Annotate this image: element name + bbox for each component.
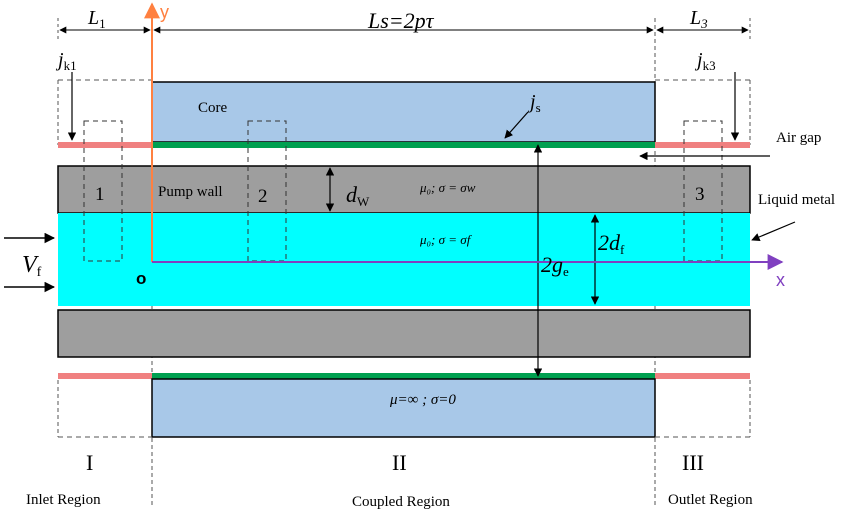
bottom-winding [152,373,655,379]
top-end-winding-right [655,142,750,148]
region-ii-numeral: II [392,450,407,475]
control-box-3 [683,120,723,262]
core-label: Core [198,100,228,116]
jk1-label: jk1 [55,49,77,73]
ls-label: Ls=2pτ [367,8,435,33]
l3-label: L3 [689,7,708,31]
two-ge-label: 2ge [541,252,569,279]
bottom-end-winding-right [655,373,750,379]
core-properties-label: μ=∞ ; σ=0 [389,392,456,408]
x-axis-label: x [776,270,785,290]
bottom-end-winding-left [58,373,152,379]
control-box-2 [247,120,287,262]
dw-label: dW [346,182,370,209]
box-2-label: 2 [258,186,268,207]
jk3-label: jk3 [694,49,716,73]
origin-label: o [136,269,146,288]
liquid-metal-arrow [751,221,796,241]
outlet-region-label: Outlet Region [668,492,753,508]
coupled-region-label: Coupled Region [352,494,450,510]
control-box-1 [83,120,123,262]
wall-properties-label: μ₀; σ = σw [419,180,476,195]
vf-label: Vf [22,252,42,280]
top-end-winding-left [58,142,152,148]
inlet-region-label: Inlet Region [26,492,101,508]
y-axis-label: y [160,2,169,22]
liquid-metal-label: Liquid metal [758,192,835,208]
lower-pump-wall [57,309,751,358]
box-1-label: 1 [95,184,105,205]
upper-pump-wall [57,165,751,214]
box-3-label: 3 [695,184,705,205]
air-gap-label: Air gap [776,130,821,146]
region-iii-numeral: III [682,450,704,475]
liquid-metal-channel [58,213,750,306]
two-df-label: 2df [598,230,625,257]
region-i-numeral: I [86,450,93,475]
bottom-core [151,378,656,438]
pump-wall-label: Pump wall [158,184,223,200]
top-winding [152,142,655,148]
l1-label: L1 [87,7,106,31]
top-core [151,81,656,143]
js-arrow [504,111,529,139]
js-label: js [527,91,541,115]
fluid-properties-label: μ₀; σ = σf [419,232,473,247]
